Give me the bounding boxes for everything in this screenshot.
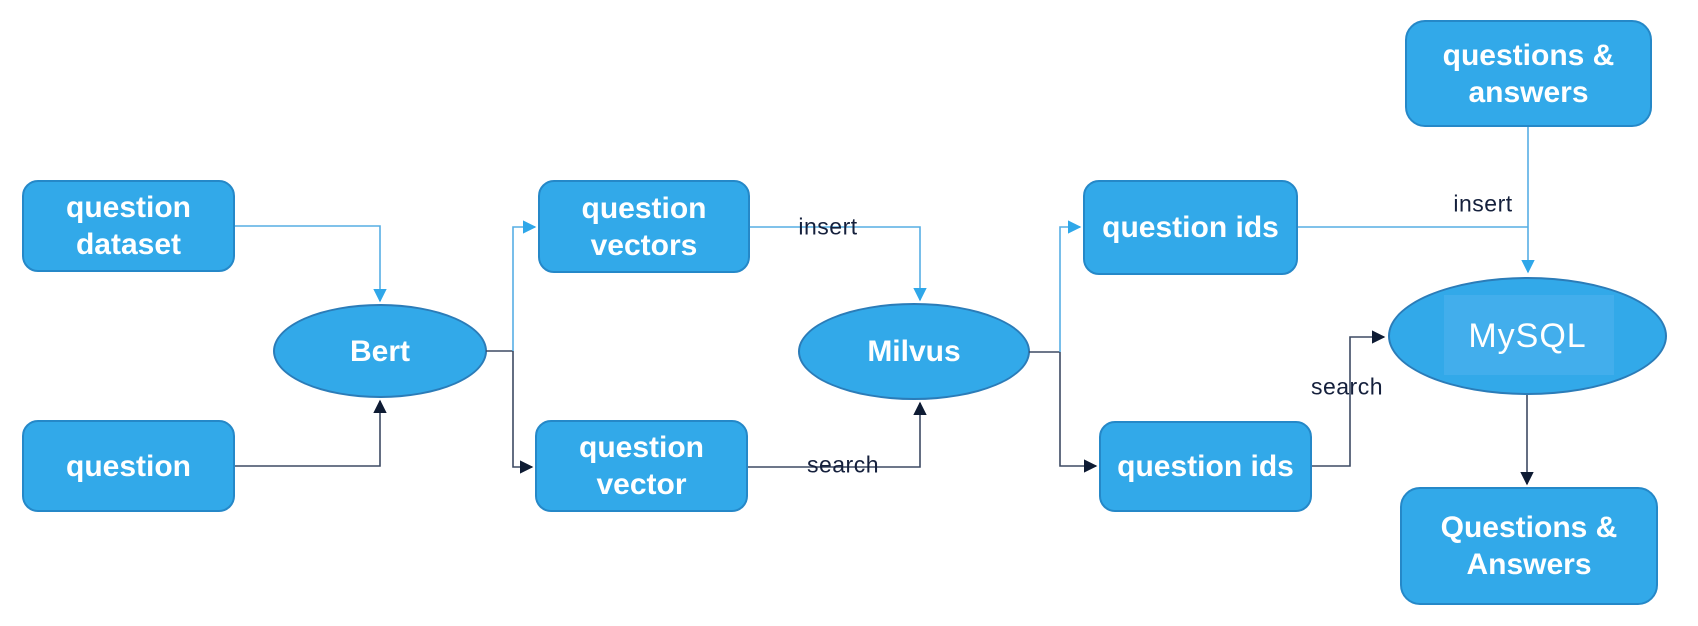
edge-question-dataset-to-bert <box>235 225 387 303</box>
node-question-vector: question vector <box>535 420 748 512</box>
node-question-ids-insert: question ids <box>1083 180 1298 275</box>
mysql-highlight-rect <box>1444 295 1614 375</box>
node-questions-answers-result: Questions & Answers <box>1400 487 1658 605</box>
node-milvus: Milvus <box>798 303 1030 400</box>
node-question-dataset: question dataset <box>22 180 235 272</box>
node-questions-answers-result-label: Questions & Answers <box>1440 511 1618 581</box>
node-question-vectors: question vectors <box>538 180 750 273</box>
node-question-ids-search-label: question ids <box>1117 450 1294 483</box>
node-question-ids-insert-label: question ids <box>1102 211 1279 244</box>
node-question-vector-label: question vector <box>579 431 704 501</box>
node-question: question <box>22 420 235 512</box>
node-questions-answers-source-label: questions & answers <box>1442 38 1615 109</box>
node-question-label: question <box>66 449 191 483</box>
edge-label-search-milvus: search <box>806 451 880 478</box>
node-question-dataset-label: question dataset <box>66 191 191 261</box>
node-milvus-label: Milvus <box>867 335 961 368</box>
node-mysql-label: MySQL <box>1468 316 1587 355</box>
edge-milvus-to-question-ids-insert <box>1059 220 1082 352</box>
edge-label-insert-milvus: insert <box>798 213 858 240</box>
node-questions-answers-source: questions & answers <box>1405 20 1652 127</box>
edge-milvus-to-question-ids-search <box>1059 352 1098 473</box>
edge-bert-to-question-vector <box>512 351 534 474</box>
node-question-vectors-label: question vectors <box>581 191 707 262</box>
edge-label-search-mysql: search <box>1310 373 1384 400</box>
edge-label-insert-mysql: insert <box>1453 190 1513 217</box>
node-bert-label: Bert <box>349 334 410 368</box>
edge-bert-to-question-vectors <box>512 220 537 351</box>
node-question-ids-search: question ids <box>1099 421 1312 512</box>
edge-question-to-bert <box>235 399 387 467</box>
node-bert: Bert <box>273 304 487 398</box>
edge-question-ids-to-mysql-search <box>1312 330 1386 467</box>
node-mysql: MySQL <box>1388 277 1667 395</box>
